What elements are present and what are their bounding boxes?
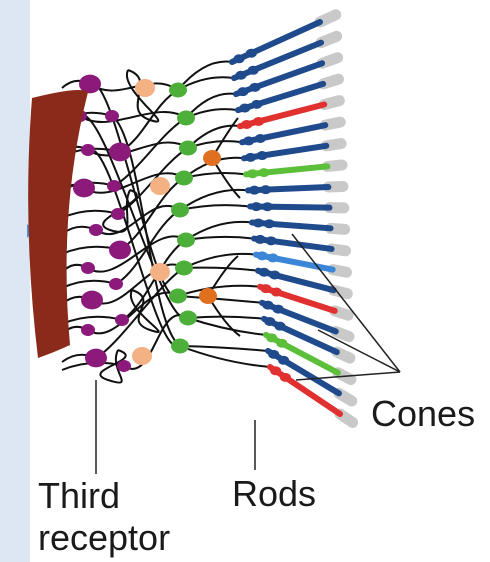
bipolar-cell: [171, 339, 189, 354]
photoreceptor-nucleus: [251, 100, 262, 109]
photoreceptor-nucleus: [264, 219, 275, 228]
rod-cell: [252, 223, 331, 229]
synapse-wire: [90, 83, 178, 90]
photoreceptor-nucleus: [258, 168, 269, 177]
axon-wire: [62, 281, 116, 288]
ganglion-cell: [81, 324, 95, 336]
amacrine-cell: [150, 177, 170, 195]
photoreceptor-nucleus: [253, 117, 264, 126]
synapse-wire: [188, 317, 264, 319]
photoreceptor-nucleus: [248, 66, 259, 75]
bipolar-cell: [179, 141, 197, 156]
photoreceptor-nucleus: [253, 218, 264, 227]
photoreceptor-nucleus: [276, 339, 287, 348]
photoreceptor-nucleus: [241, 120, 252, 129]
photoreceptor-nucleus: [270, 366, 281, 375]
horizontal-cell: [203, 150, 221, 166]
synapse-wire: [180, 190, 248, 210]
third-receptor-label-line2: receptor: [38, 518, 170, 558]
bipolar-cell: [171, 203, 189, 218]
cones-label: Cones: [371, 394, 475, 434]
amacrine-cell: [135, 79, 155, 97]
ganglion-cell: [109, 278, 123, 290]
photoreceptor-nucleus: [234, 54, 245, 63]
bipolar-cell: [179, 311, 197, 326]
photoreceptor-nucleus: [275, 322, 286, 331]
photoreceptor-nucleus: [249, 83, 260, 92]
axon-wire: [62, 317, 122, 324]
rod-cell: [232, 22, 320, 62]
photoreceptor-nucleus: [260, 284, 271, 293]
ganglion-cell: [73, 179, 95, 198]
ganglion-cell: [105, 110, 119, 122]
photoreceptor-nucleus: [251, 202, 262, 211]
bipolar-cell: [169, 289, 187, 304]
ganglion-cell: [89, 224, 103, 236]
photoreceptor-nucleus: [260, 185, 271, 194]
ganglion-cell: [115, 314, 129, 326]
synapse-wire: [184, 254, 256, 268]
rod-cell: [242, 125, 325, 142]
photoreceptor-nucleus: [239, 104, 250, 113]
rod-cell: [244, 146, 326, 159]
photoreceptor-layer: [232, 15, 353, 423]
ganglion-cell: [111, 208, 125, 220]
bipolar-cell: [169, 83, 187, 98]
photoreceptor-nucleus: [259, 268, 270, 277]
ganglion-cell: [81, 291, 103, 310]
synapse-wire: [184, 268, 258, 271]
ganglion-cell: [85, 349, 107, 368]
cone-cell: [246, 166, 327, 174]
amacrine-cell: [132, 347, 152, 365]
rod-cell: [234, 43, 321, 78]
ganglion-cell: [107, 180, 121, 192]
photoreceptor-nucleus: [243, 136, 254, 145]
photoreceptor-nucleus: [267, 253, 278, 262]
photoreceptor-nucleus: [245, 153, 256, 162]
photoreceptor-nucleus: [271, 288, 282, 297]
photoreceptor-nucleus: [247, 169, 258, 178]
third-receptor-label: Third: [38, 476, 120, 516]
photoreceptor-nucleus: [280, 373, 291, 382]
photoreceptor-nucleus: [255, 134, 266, 143]
photoreceptor-nucleus: [278, 356, 289, 365]
ganglion-cell: [81, 262, 95, 274]
photoreceptor-nucleus: [268, 350, 279, 359]
ganglion-cell: [109, 143, 131, 162]
photoreceptor-nucleus: [246, 49, 257, 58]
synapse-wire: [188, 318, 266, 335]
photoreceptor-nucleus: [255, 235, 266, 244]
photoreceptor-nucleus: [269, 270, 280, 279]
ganglion-cell: [117, 360, 131, 372]
photoreceptor-nucleus: [266, 333, 277, 342]
rod-cell: [250, 206, 329, 207]
photoreceptor-nucleus: [235, 71, 246, 80]
rod-cell: [248, 187, 328, 190]
amacrine-cell: [150, 263, 170, 281]
synapse-wire: [186, 237, 254, 240]
rods-label: Rods: [232, 474, 316, 514]
rod-cell: [254, 239, 332, 249]
photoreceptor-nucleus: [262, 202, 273, 211]
photoreceptor-nucleus: [262, 301, 273, 310]
bipolar-cell: [175, 261, 193, 276]
photoreceptor-nucleus: [257, 151, 268, 160]
horizontal-cell: [199, 288, 217, 304]
bipolar-cell: [177, 111, 195, 126]
photoreceptor-nucleus: [257, 251, 268, 260]
cone-cell: [256, 255, 333, 270]
ganglion-cell: [109, 241, 131, 260]
synapse-wire: [178, 286, 260, 296]
photoreceptor-nucleus: [266, 236, 277, 245]
synapse-wire: [180, 205, 250, 210]
photoreceptor-nucleus: [249, 186, 260, 195]
bipolar-cell: [175, 171, 193, 186]
synapse-wire: [184, 173, 246, 178]
photoreceptor-nucleus: [237, 87, 248, 96]
photoreceptor-nucleus: [273, 305, 284, 314]
photoreceptor-nucleus: [264, 317, 275, 326]
synapse-wire: [178, 296, 262, 303]
ganglion-cell: [81, 144, 95, 156]
bipolar-cell: [177, 233, 195, 248]
